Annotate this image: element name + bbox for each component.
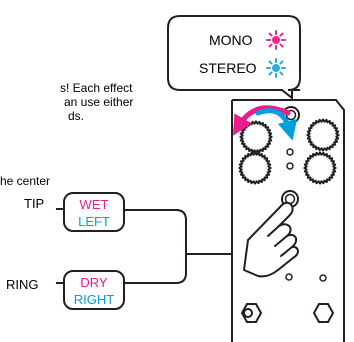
tip-wet-label: WET [80,197,109,212]
output-jack-hex-nuts [240,303,335,323]
body-text-line-2: an use either [64,95,133,109]
ring-dry-label: DRY [80,275,108,290]
stereo-label: STEREO [199,60,257,76]
pedal-enclosure [231,99,345,342]
body-text-line-1: s! Each effect [60,81,133,95]
body-text-line-4: he center [0,174,50,188]
knob-top-left[interactable] [239,120,273,154]
output-jack-left [243,308,253,318]
ring-right-label: RIGHT [74,292,115,307]
ring-box: DRY RIGHT [63,270,125,310]
mono-sun-icon [266,30,286,50]
jack-wiring [56,208,232,284]
body-text-line-3: ds. [68,109,84,123]
mono-label: MONO [209,32,253,48]
indicator-dots [285,148,327,282]
mono-stereo-callout: MONO STEREO [167,15,301,101]
pressing-hand-icon [243,201,299,278]
counterclockwise-arrow-icon [232,105,291,136]
clockwise-arrow-icon [255,108,298,141]
tip-box: WET LEFT [63,192,125,232]
stereo-sun-icon [266,58,286,78]
knob-middle-right[interactable] [303,151,337,185]
knob-top-right[interactable] [306,118,340,152]
tip-left-label: LEFT [78,214,110,229]
tip-label: TIP [24,196,44,211]
knob-middle-left[interactable] [238,151,272,185]
ring-label: RING [6,277,39,292]
